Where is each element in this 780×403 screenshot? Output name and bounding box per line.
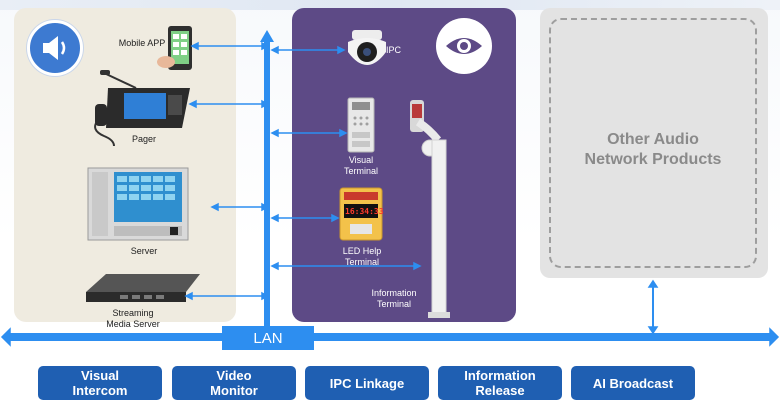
feature-visual-intercom-label: Visual Intercom: [72, 368, 128, 398]
lan-bus: [10, 333, 770, 341]
other-products-dashed-frame: [549, 18, 757, 268]
ipc-label: IPC: [386, 45, 402, 55]
lan-vertical-arrowhead: [260, 30, 274, 42]
lan-label: LAN: [222, 326, 314, 350]
other-products-label: Other Audio Network Products: [549, 130, 757, 170]
mobile-phone-icon: [157, 26, 192, 70]
top-decorative-strip: [0, 0, 780, 10]
lan-vertical-line: [264, 40, 270, 336]
other-products-connector: [652, 282, 654, 334]
streaming-server-icon: [86, 274, 200, 302]
feature-information-release: Information Release: [438, 366, 562, 400]
feature-ai-broadcast-label: AI Broadcast: [592, 375, 674, 391]
information-terminal-icon: [410, 100, 450, 318]
feature-video-monitor: Video Monitor: [172, 366, 296, 400]
server-icon: [87, 167, 189, 241]
feature-information-release-label: Information Release: [464, 368, 536, 398]
mobile-app-label: Mobile APP: [118, 38, 166, 48]
visual-terminal-icon: [347, 97, 375, 153]
feature-ipc-linkage: IPC Linkage: [305, 366, 429, 400]
led-display-text: 16:34:33: [345, 207, 384, 216]
information-terminal-label: Information Terminal: [371, 288, 417, 309]
other-products-line1: Other Audio: [607, 131, 699, 148]
feature-ipc-linkage-label: IPC Linkage: [329, 375, 405, 391]
server-label: Server: [130, 246, 158, 256]
led-help-terminal-label: LED Help Terminal: [342, 246, 382, 267]
eye-icon: [436, 18, 492, 74]
other-products-line2: Network Products: [584, 151, 722, 168]
speaker-icon: [27, 20, 83, 76]
other-products-panel: [540, 8, 768, 278]
feature-video-monitor-label: Video Monitor: [210, 368, 258, 398]
ipc-camera-icon: [348, 30, 386, 65]
feature-ai-broadcast: AI Broadcast: [571, 366, 695, 400]
feature-visual-intercom: Visual Intercom: [38, 366, 162, 400]
streaming-server-label: Streaming Media Server: [106, 308, 160, 329]
visual-terminal-label: Visual Terminal: [343, 155, 378, 176]
led-help-terminal-icon: [339, 187, 383, 241]
pager-label: Pager: [131, 134, 157, 144]
pager-icon: [94, 70, 190, 147]
